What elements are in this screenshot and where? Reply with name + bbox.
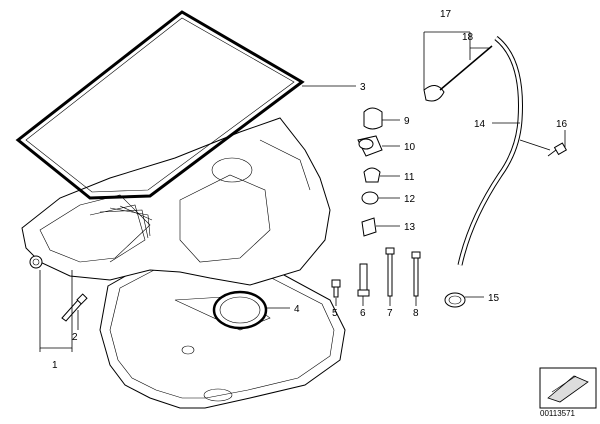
bolt-6[interactable] xyxy=(357,263,370,297)
reference-thumbnail xyxy=(539,367,597,409)
bolt-7[interactable] xyxy=(385,247,395,297)
callout-7: 7 xyxy=(387,308,393,319)
o-ring-15[interactable] xyxy=(444,292,466,308)
callout-10: 10 xyxy=(404,142,416,153)
document-id: 00113571 xyxy=(540,409,575,418)
callout-5: 5 xyxy=(332,308,338,319)
callout-6: 6 xyxy=(360,308,366,319)
dipstick-guide-tube[interactable] xyxy=(457,36,551,266)
callout-13: 13 xyxy=(404,222,416,233)
bolt-2[interactable] xyxy=(61,293,88,322)
upper-oil-pan[interactable] xyxy=(21,117,331,286)
hex-bolt-16[interactable] xyxy=(547,142,568,157)
leader-lines xyxy=(39,31,566,352)
callout-3: 3 xyxy=(360,82,366,93)
callout-17: 17 xyxy=(440,9,452,20)
bolt-8[interactable] xyxy=(411,251,421,297)
oil-pan-gasket[interactable] xyxy=(15,10,305,200)
callout-9: 9 xyxy=(404,116,410,127)
oil-dipstick[interactable] xyxy=(423,45,493,102)
callout-11: 11 xyxy=(404,172,415,183)
callout-1: 1 xyxy=(52,360,58,371)
bushing-10[interactable] xyxy=(357,135,383,157)
bolt-5[interactable] xyxy=(331,279,341,298)
callout-16: 16 xyxy=(556,119,568,130)
callout-4: 4 xyxy=(294,304,300,315)
cap-9[interactable] xyxy=(363,107,383,130)
callout-18: 18 xyxy=(462,32,474,43)
callout-8: 8 xyxy=(413,308,419,319)
callout-2: 2 xyxy=(72,332,78,343)
clip-11[interactable] xyxy=(363,167,381,183)
callout-15: 15 xyxy=(488,293,500,304)
lower-oil-pan[interactable] xyxy=(99,251,346,409)
callout-12: 12 xyxy=(404,194,416,205)
callout-14: 14 xyxy=(474,119,486,130)
o-ring-12[interactable] xyxy=(361,191,379,205)
seal-ring[interactable] xyxy=(212,290,268,330)
bracket-13[interactable] xyxy=(361,217,377,237)
